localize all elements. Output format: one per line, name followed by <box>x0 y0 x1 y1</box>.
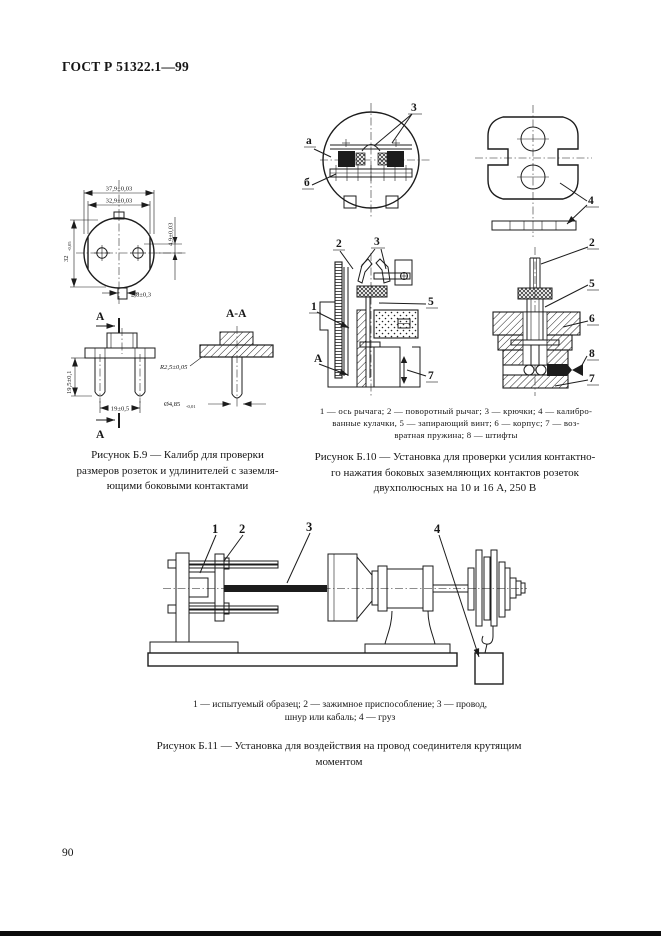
callout-7-left: 7 <box>428 370 434 382</box>
page-number: 90 <box>62 847 74 859</box>
caption-line: моментом <box>315 755 363 768</box>
b10-section-left: 2 3 1 А 5 7 <box>309 236 438 396</box>
dim-pin-diameter-tol: -0,01 <box>186 404 196 410</box>
dim-outer-width: 37,9±0,03 <box>106 186 133 193</box>
legend-line: 1 — испытуемый образец; 2 — зажимное при… <box>193 699 487 710</box>
section-label-a-bottom: А <box>96 429 105 441</box>
dim-flats-width: 32,9±0,03 <box>106 198 133 205</box>
dim-radius: R2,5±0,05 <box>159 364 188 371</box>
callout-8: 8 <box>589 348 595 360</box>
b10-section-right: 2 5 6 8 7 <box>492 237 599 396</box>
callout-3-left: 3 <box>374 236 380 248</box>
callout-6: 6 <box>589 313 595 325</box>
callout-2-right: 2 <box>589 237 595 249</box>
dim-body-height: 32 <box>63 255 70 262</box>
legend-line: вратная пружина; 8 — штифты <box>394 430 518 440</box>
b10-cam-view: 4 <box>475 105 599 237</box>
figure-b9-drawing: 37,9±0,03 32,9±0,03 32 -0,05 4,9±0,03 2,… <box>63 180 274 441</box>
callout-1: 1 <box>212 522 218 536</box>
section-label-aa: А-А <box>226 308 247 320</box>
figure-b11-caption: Рисунок Б.11 — Установка для воздействия… <box>108 739 570 770</box>
figure-b10-legend: 1 — ось рычага; 2 — поворотный рычаг; 3 … <box>298 405 614 441</box>
caption-line: двухполюсных на 10 и 16 А, 250 В <box>373 482 537 494</box>
b9-side-view: А А 19,5±0,1 19±0,5 <box>66 311 156 441</box>
dim-pin-distance: 19±0,5 <box>111 406 130 413</box>
figure-b9-caption: Рисунок Б.9 — Калибр для проверки размер… <box>55 448 300 495</box>
callout-1: 1 <box>311 301 317 313</box>
b11-machine: 1 2 3 4 <box>147 520 527 685</box>
caption-line: размеров розеток и удлинителей с заземля… <box>76 464 279 477</box>
callout-4: 4 <box>588 195 594 207</box>
b9-section-aa: А-А R2,5±0,05 Ø4,85 -0,01 <box>159 308 274 410</box>
figure-b11-drawing: 1 2 3 4 <box>147 520 527 685</box>
caption-line: Рисунок Б.10 — Установка для проверки ус… <box>314 451 596 463</box>
figure-b11-legend: 1 — испытуемый образец; 2 — зажимное при… <box>148 698 532 724</box>
callout-2-left: 2 <box>336 238 342 250</box>
callout-3-top: 3 <box>411 102 417 114</box>
legend-line: 1 — ось рычага; 2 — поворотный рычаг; 3 … <box>319 406 593 416</box>
dim-tab-width: 2,8±0,3 <box>131 292 152 299</box>
dim-hole-offset: 4,9±0,03 <box>168 222 175 246</box>
legend-line: шнур или кабаль; 4 — груз <box>284 712 396 723</box>
caption-line: го нажатия боковых заземляющих контактов… <box>331 466 579 479</box>
callout-7-right: 7 <box>589 373 595 385</box>
figure-b10-caption: Рисунок Б.10 — Установка для проверки ус… <box>292 450 618 497</box>
figure-b10-drawing: 3 а б 4 <box>302 102 599 396</box>
callout-a-lower: а <box>306 135 312 147</box>
dim-pin-diameter: Ø4,85 <box>164 401 181 408</box>
callout-b-lower: б <box>304 177 310 189</box>
caption-line: Рисунок Б.11 — Установка для воздействия… <box>156 740 522 752</box>
scan-edge-artifact <box>0 931 661 936</box>
document-header: ГОСТ Р 51322.1—99 <box>62 59 189 74</box>
callout-5-left: 5 <box>428 296 434 308</box>
b9-top-view: 37,9±0,03 32,9±0,03 32 -0,05 4,9±0,03 2,… <box>63 180 186 306</box>
legend-line: ванные кулачки, 5 — запирающий винт; 6 —… <box>332 418 580 428</box>
section-label-a-top: А <box>96 311 105 323</box>
dim-body-height-tol: -0,05 <box>67 241 73 251</box>
caption-line: Рисунок Б.9 — Калибр для проверки <box>91 449 264 461</box>
b10-top-view: 3 а б <box>302 102 430 219</box>
callout-3: 3 <box>306 520 312 534</box>
callout-2: 2 <box>239 522 245 536</box>
callout-A: А <box>314 353 323 365</box>
dim-pin-length: 19,5±0,1 <box>66 371 73 394</box>
caption-line: ющими боковыми контактами <box>106 480 249 492</box>
callout-5-right: 5 <box>589 278 595 290</box>
callout-4: 4 <box>434 522 441 536</box>
